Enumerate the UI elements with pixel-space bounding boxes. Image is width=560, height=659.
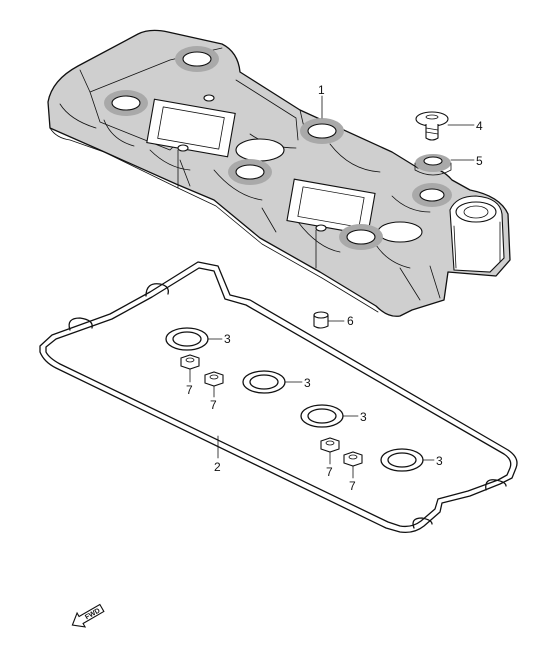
cover-grommet bbox=[414, 154, 452, 176]
fwd-label: FWD bbox=[84, 607, 101, 621]
leader-lines bbox=[189, 95, 475, 479]
callout-7: 7 bbox=[186, 383, 193, 397]
callout-4: 4 bbox=[476, 119, 483, 133]
callout-3: 3 bbox=[304, 376, 311, 390]
dowel-pin bbox=[313, 311, 329, 329]
cover-bolt bbox=[415, 111, 449, 141]
callout-7: 7 bbox=[210, 398, 217, 412]
forward-direction-arrow: FWD bbox=[71, 603, 105, 628]
arrow-icon bbox=[71, 603, 105, 628]
callout-5: 5 bbox=[476, 154, 483, 168]
cylinder-head-cover bbox=[47, 29, 511, 317]
callout-2: 2 bbox=[214, 460, 221, 474]
small-seals bbox=[180, 354, 363, 467]
cover-gasket bbox=[39, 261, 518, 534]
callout-labels: 1 2 3 3 3 3 4 5 6 7 7 7 7 bbox=[186, 83, 483, 493]
callout-1: 1 bbox=[318, 83, 325, 97]
callout-7: 7 bbox=[326, 465, 333, 479]
callout-7: 7 bbox=[349, 479, 356, 493]
plug-hole-seals bbox=[165, 327, 424, 472]
callout-3: 3 bbox=[224, 332, 231, 346]
callout-6: 6 bbox=[347, 314, 354, 328]
callout-3: 3 bbox=[436, 454, 443, 468]
callout-3: 3 bbox=[360, 410, 367, 424]
